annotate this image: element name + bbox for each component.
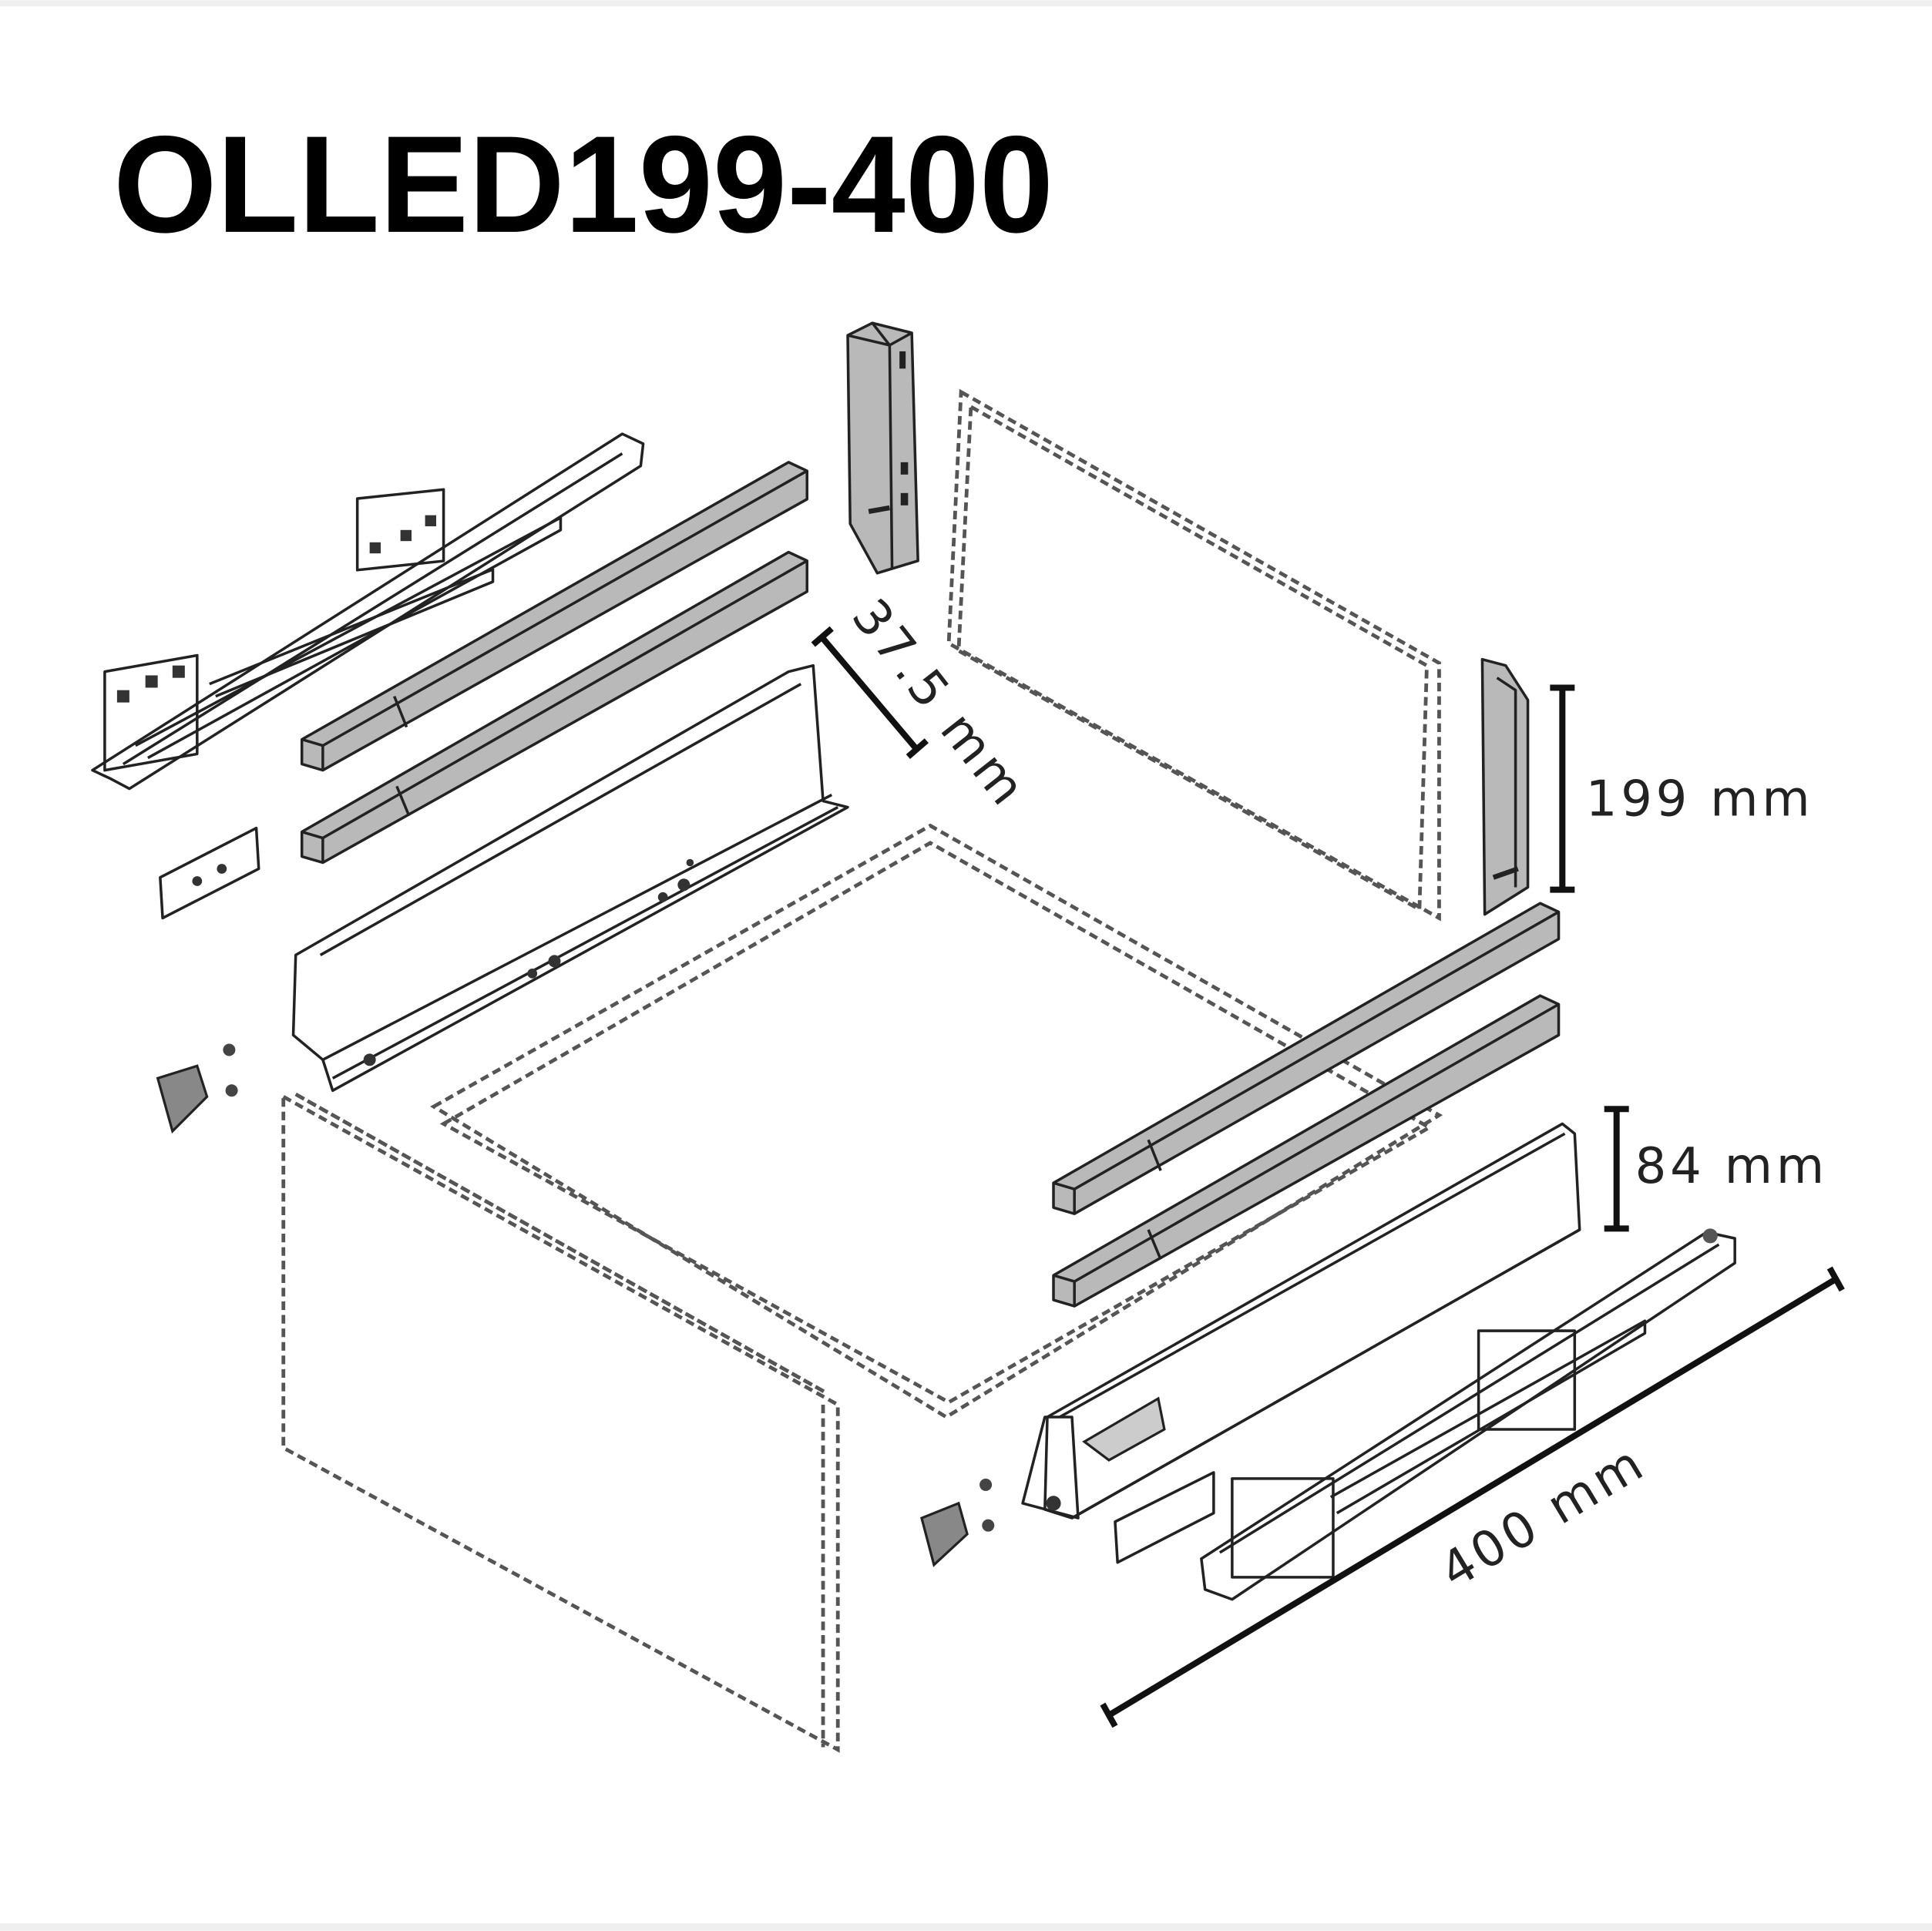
dimension-84: 84 mm	[1604, 1106, 1828, 1232]
dimension-label-37-5: 37.5 mm	[841, 589, 1038, 818]
right-back-post	[1480, 657, 1530, 916]
right-strip	[1114, 1471, 1215, 1564]
bottom-panel-dashed	[430, 823, 1443, 1419]
left-side-panel	[291, 663, 849, 1093]
top-border	[0, 0, 1932, 7]
right-lower-rail	[1052, 994, 1561, 1308]
dimension-label-199: 199 mm	[1586, 771, 1814, 828]
left-plate	[159, 826, 260, 920]
bottom-border	[0, 1923, 1932, 1931]
dimension-label-84: 84 mm	[1635, 1138, 1828, 1195]
product-title: OLLED199-400	[113, 107, 1053, 261]
left-runner	[91, 432, 645, 791]
right-front-clip	[920, 1478, 995, 1567]
dimension-label-400: 400 mm	[1431, 1434, 1656, 1600]
right-side-panel	[1021, 1122, 1581, 1520]
dimension-37-5: 37.5 mm	[811, 589, 1038, 818]
left-back-post	[846, 321, 919, 575]
back-panel-dashed	[946, 388, 1441, 922]
left-front-clip	[156, 1043, 238, 1134]
front-panel-dashed	[281, 1092, 840, 1753]
left-upper-rail	[300, 461, 809, 772]
dimension-199: 199 mm	[1550, 684, 1814, 893]
right-runner	[1200, 1228, 1736, 1601]
left-lower-rail	[300, 550, 809, 865]
right-upper-rail	[1052, 902, 1561, 1215]
